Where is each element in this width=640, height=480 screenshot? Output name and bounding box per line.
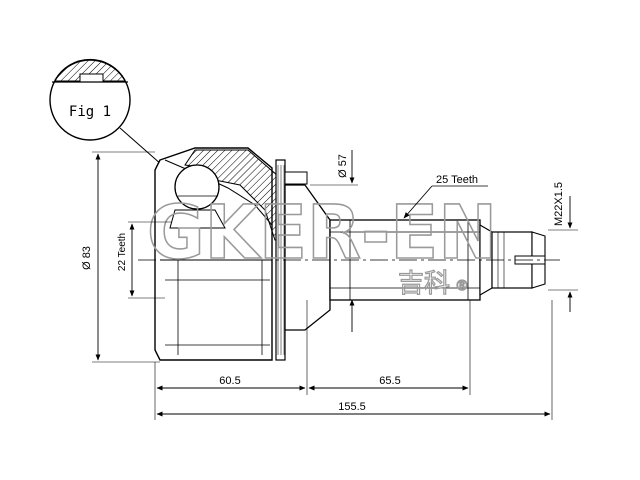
fig-1-detail-callout: Fig 1 [49,58,163,166]
fig-label: Fig 1 [69,104,111,120]
overall-diameter-label: Ø 83 [81,246,93,270]
detail-hatched-section [54,58,126,82]
watermark: GKER-EN 吉科 ® [146,189,498,299]
length-housing-label: 60.5 [219,375,240,387]
dim-lengths: 60.5 65.5 155.5 [154,300,553,420]
flange-diameter-label: Ø 57 [337,154,349,178]
length-shaft-label: 65.5 [379,375,400,387]
watermark-local-name: 吉科 [398,269,450,299]
joint-ball [174,164,220,210]
shaft-teeth-label: 25 Teeth [436,174,478,186]
watermark-brand: GKER-EN [147,190,497,276]
inner-teeth-label: 22 Teeth [117,233,128,271]
watermark-mark: ® [455,278,469,294]
dim-thread: M22X1.5 [548,182,578,312]
length-total-label: 155.5 [338,401,366,413]
thread-label: M22X1.5 [553,182,565,226]
dim-overall-diameter: Ø 83 [81,151,160,363]
dim-inner-teeth: 22 Teeth [117,221,172,299]
dim-flange-diameter: Ø 57 [310,150,358,332]
dim-shaft-teeth: 25 Teeth [403,174,488,219]
